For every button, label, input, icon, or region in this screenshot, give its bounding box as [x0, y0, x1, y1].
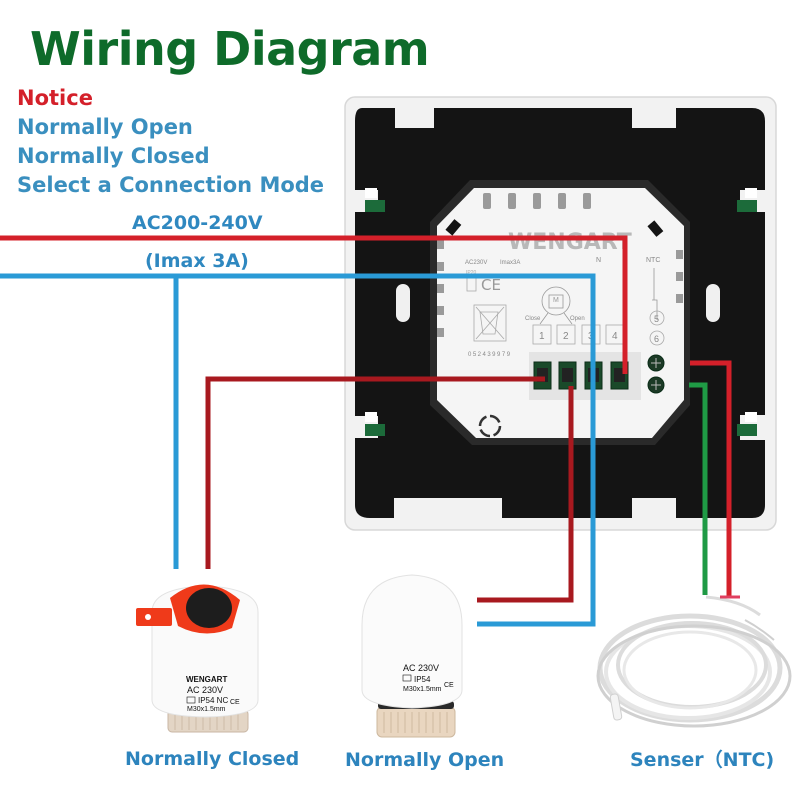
clip-top-left — [365, 200, 385, 212]
clip-tab — [365, 412, 377, 422]
serial-number: 052439979 — [468, 352, 512, 358]
wire-no-terminal-2 — [477, 386, 574, 603]
clip-tab — [365, 188, 377, 198]
reset-indicator-icon — [478, 414, 502, 438]
caption-sensor-ntc: Senser（NTC) — [630, 749, 775, 771]
no-spec-ip: IP54 — [414, 675, 431, 684]
open-label: Open — [570, 316, 585, 322]
double-insulation-icon — [402, 674, 412, 682]
weee-bin-icon — [473, 304, 507, 342]
ce-mark: CE — [481, 276, 501, 294]
neutral-label: N — [596, 257, 601, 264]
current-label: (Imax 3A) — [145, 250, 249, 272]
wire-sensor-red — [690, 360, 732, 596]
clip-tab — [745, 188, 757, 198]
clip-bottom-left — [365, 424, 385, 436]
terminal-5-label: 5 — [654, 314, 659, 324]
clip-bottom-right — [737, 424, 757, 436]
mounting-slot-left — [396, 284, 410, 322]
no-threaded-base — [376, 706, 456, 738]
thermostat-brand: WENGART — [508, 230, 632, 255]
no-spec-thread: M30x1.5mm — [403, 686, 442, 693]
notice-line-normally-open: Normally Open — [17, 115, 193, 139]
clip-tab — [745, 412, 757, 422]
double-insulation-icon — [186, 696, 196, 704]
wire-sensor-green — [689, 382, 708, 595]
voltage-label: AC200-240V — [132, 212, 263, 234]
rating-voltage: AC230V — [465, 260, 487, 266]
nc-spec-ip: IP54 NC — [198, 696, 228, 705]
nc-spec-voltage: AC 230V — [187, 685, 223, 695]
terminal-4-label: 4 — [612, 331, 618, 342]
ntc-sensor-cable — [596, 595, 792, 728]
nc-ce-mark: CE — [230, 699, 240, 706]
clip-top-right — [737, 200, 757, 212]
caption-normally-closed: Normally Closed — [125, 748, 300, 770]
no-ce-mark: CE — [444, 682, 454, 689]
notice-heading: Notice — [17, 86, 93, 110]
wire-live-supply — [0, 235, 628, 374]
nc-brand: WENGART — [186, 675, 227, 684]
thermostat-body: WENGART AC230V Imax3A IP20 CE 052439979 … — [430, 180, 690, 445]
no-body — [361, 574, 463, 709]
terminal-6-label: 6 — [654, 334, 659, 344]
nc-spec-thread: M30x1.5mm — [187, 706, 226, 713]
close-label: Close — [525, 316, 541, 322]
motor-symbol-icon — [539, 286, 573, 325]
nc-red-tab — [136, 608, 172, 626]
terminal-1-label: 1 — [539, 331, 545, 342]
ntc-symbol-icon — [652, 268, 658, 320]
vent-slots — [437, 193, 683, 337]
notice-line-select-mode: Select a Connection Mode — [17, 173, 325, 197]
rating-current: Imax3A — [500, 260, 520, 266]
diagram-title: Wiring Diagram — [30, 22, 430, 76]
actuator-normally-closed: WENGART AC 230V IP54 NC M30x1.5mm CE — [136, 584, 259, 733]
notice-line-normally-closed: Normally Closed — [17, 144, 210, 168]
wire-no-neutral — [477, 376, 596, 627]
wire-neutral-supply — [0, 273, 596, 376]
ntc-probe — [609, 693, 623, 721]
wires — [0, 235, 732, 627]
terminal-2-label: 2 — [563, 331, 569, 342]
no-spec-voltage: AC 230V — [403, 663, 439, 673]
ntc-label: NTC — [646, 257, 660, 264]
actuator-normally-open: AC 230V IP54 M30x1.5mm CE — [361, 574, 463, 738]
motor-label: M — [553, 297, 559, 304]
caption-normally-open: Normally Open — [345, 749, 505, 771]
wire-nc-terminal-1 — [205, 376, 545, 569]
ip-rating: IP20 — [466, 270, 477, 276]
nc-black-button — [186, 588, 232, 628]
mounting-slot-right — [706, 284, 720, 322]
